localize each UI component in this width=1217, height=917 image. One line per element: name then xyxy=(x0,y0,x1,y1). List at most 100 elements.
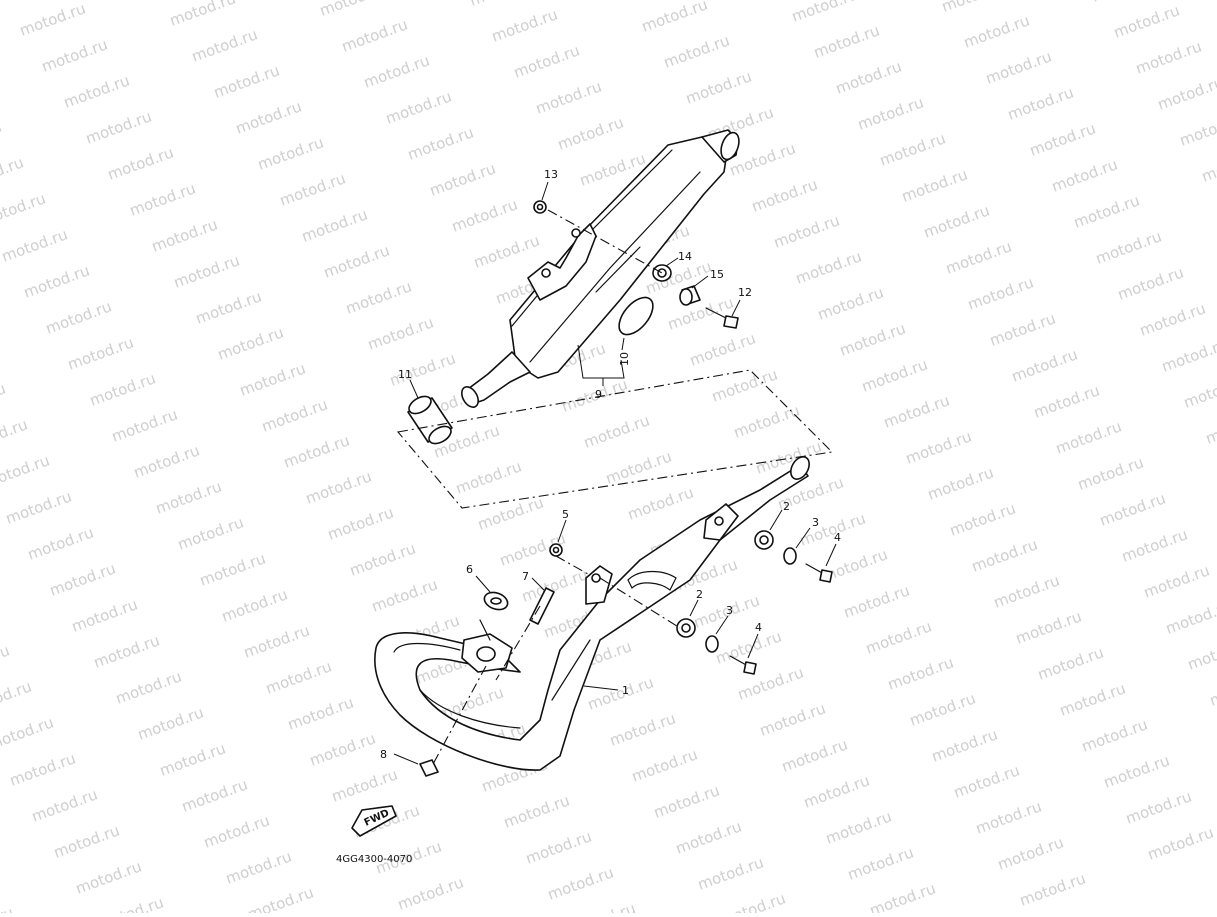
watermark-text: motod.ru xyxy=(837,319,908,359)
watermark-text: motod.ru xyxy=(1145,823,1216,863)
callout-10: 10 xyxy=(618,337,631,366)
watermark-text: motod.ru xyxy=(0,641,12,681)
svg-text:2: 2 xyxy=(783,500,790,513)
diagram-code: 4GG4300-4070 xyxy=(336,854,412,865)
watermark-text: motod.ru xyxy=(149,215,220,255)
svg-text:15: 15 xyxy=(710,268,724,281)
watermark-text: motod.ru xyxy=(0,117,4,157)
watermark-text: motod.ru xyxy=(943,237,1014,277)
watermark-text: motod.ru xyxy=(383,87,454,127)
watermark-text: motod.ru xyxy=(3,487,74,527)
watermark-text: motod.ru xyxy=(683,67,754,107)
svg-text:6: 6 xyxy=(466,563,473,576)
watermark-text: motod.ru xyxy=(1119,525,1190,565)
watermark-text: motod.ru xyxy=(987,309,1058,349)
watermark-text: motod.ru xyxy=(475,493,546,533)
watermark-text: motod.ru xyxy=(453,457,524,497)
watermark-text: motod.ru xyxy=(131,441,202,481)
watermark-text: motod.ru xyxy=(1075,453,1146,493)
watermark-text: motod.ru xyxy=(511,41,582,81)
callout-6: 6 xyxy=(466,563,491,593)
watermark-text: motod.ru xyxy=(127,179,198,219)
exhaust-pipe xyxy=(374,456,833,777)
watermark-text: motod.ru xyxy=(881,391,952,431)
watermark-text: motod.ru xyxy=(321,241,392,281)
watermark-text: motod.ru xyxy=(167,0,238,30)
watermark-text: motod.ru xyxy=(211,61,282,101)
watermark-text: motod.ru xyxy=(171,251,242,291)
watermark-text: motod.ru xyxy=(859,355,930,395)
watermark-text: motod.ru xyxy=(1101,751,1172,791)
svg-text:13: 13 xyxy=(544,168,558,181)
watermark-text: motod.ru xyxy=(471,231,542,271)
watermark-text: motod.ru xyxy=(1163,597,1217,637)
watermark-text: motod.ru xyxy=(501,791,572,831)
watermark-text: motod.ru xyxy=(585,673,656,713)
watermark-text: motod.ru xyxy=(695,853,766,893)
watermark-text: motod.ru xyxy=(317,0,388,20)
watermark-text: motod.ru xyxy=(0,903,16,913)
watermark-text: motod.ru xyxy=(969,535,1040,575)
watermark-text: motod.ru xyxy=(1185,633,1217,673)
watermark-text: motod.ru xyxy=(369,575,440,615)
muffler-assembly xyxy=(407,129,740,445)
watermark-text: motod.ru xyxy=(69,595,140,635)
watermark-text: motod.ru xyxy=(395,873,466,913)
watermark-text: motod.ru xyxy=(1199,145,1217,185)
watermark-text: motod.ru xyxy=(907,689,978,729)
watermark-text: motod.ru xyxy=(709,365,780,405)
watermark-text: motod.ru xyxy=(845,843,916,883)
watermark-text: motod.ru xyxy=(29,785,100,825)
watermark-text: motod.ru xyxy=(339,15,410,55)
watermark-text: motod.ru xyxy=(105,143,176,183)
watermark-text: motod.ru xyxy=(1053,417,1124,457)
watermark-text: motod.ru xyxy=(21,261,92,301)
watermark-text: motod.ru xyxy=(489,5,560,45)
watermark-text: motod.ru xyxy=(779,735,850,775)
callout-1: 1 xyxy=(583,684,629,697)
watermark-text: motod.ru xyxy=(7,749,78,789)
svg-text:3: 3 xyxy=(726,604,733,617)
watermark-text: motod.ru xyxy=(277,169,348,209)
watermark-text: motod.ru xyxy=(823,807,894,847)
watermark-text: motod.ru xyxy=(189,25,260,65)
watermark-text: motod.ru xyxy=(863,617,934,657)
watermark-text: motod.ru xyxy=(815,283,886,323)
watermark-text: motod.ru xyxy=(0,225,70,265)
watermark-text: motod.ru xyxy=(1111,1,1182,41)
watermark-text: motod.ru xyxy=(867,879,938,913)
watermark-text: motod.ru xyxy=(939,0,1010,16)
watermark-text: motod.ru xyxy=(0,0,66,4)
watermark-text: motod.ru xyxy=(51,821,122,861)
watermark-text: motod.ru xyxy=(1071,191,1142,231)
watermark-text: motod.ru xyxy=(0,379,8,419)
watermark-text: motod.ru xyxy=(1017,869,1088,909)
watermark-text: motod.ru xyxy=(329,765,400,805)
watermark-text: motod.ru xyxy=(113,667,184,707)
svg-text:2: 2 xyxy=(696,588,703,601)
forward-arrow-icon: FWD xyxy=(351,805,397,837)
watermark-text: motod.ru xyxy=(197,549,268,589)
svg-text:9: 9 xyxy=(595,388,602,401)
watermark-text: motod.ru xyxy=(665,293,736,333)
watermark-text: motod.ru xyxy=(555,113,626,153)
watermark-text: motod.ru xyxy=(771,211,842,251)
watermark-text: motod.ru xyxy=(0,189,48,229)
watermark-text: motod.ru xyxy=(325,503,396,543)
watermark-text: motod.ru xyxy=(175,513,246,553)
watermark-text: motod.ru xyxy=(1155,73,1217,113)
watermark-text: motod.ru xyxy=(523,827,594,867)
callout-7: 7 xyxy=(522,570,545,591)
callout-2b: 2 xyxy=(689,588,703,617)
watermark-text: motod.ru xyxy=(417,909,488,913)
watermark-text: motod.ru xyxy=(629,745,700,785)
watermark-text: motod.ru xyxy=(233,97,304,137)
watermark-text: motod.ru xyxy=(17,0,88,40)
watermark-text: motod.ru xyxy=(951,761,1022,801)
watermark-text: motod.ru xyxy=(877,129,948,169)
watermark-text: motod.ru xyxy=(991,571,1062,611)
watermark-text: motod.ru xyxy=(241,621,312,661)
watermark-text: motod.ru xyxy=(65,333,136,373)
watermark-text: motod.ru xyxy=(245,883,316,913)
